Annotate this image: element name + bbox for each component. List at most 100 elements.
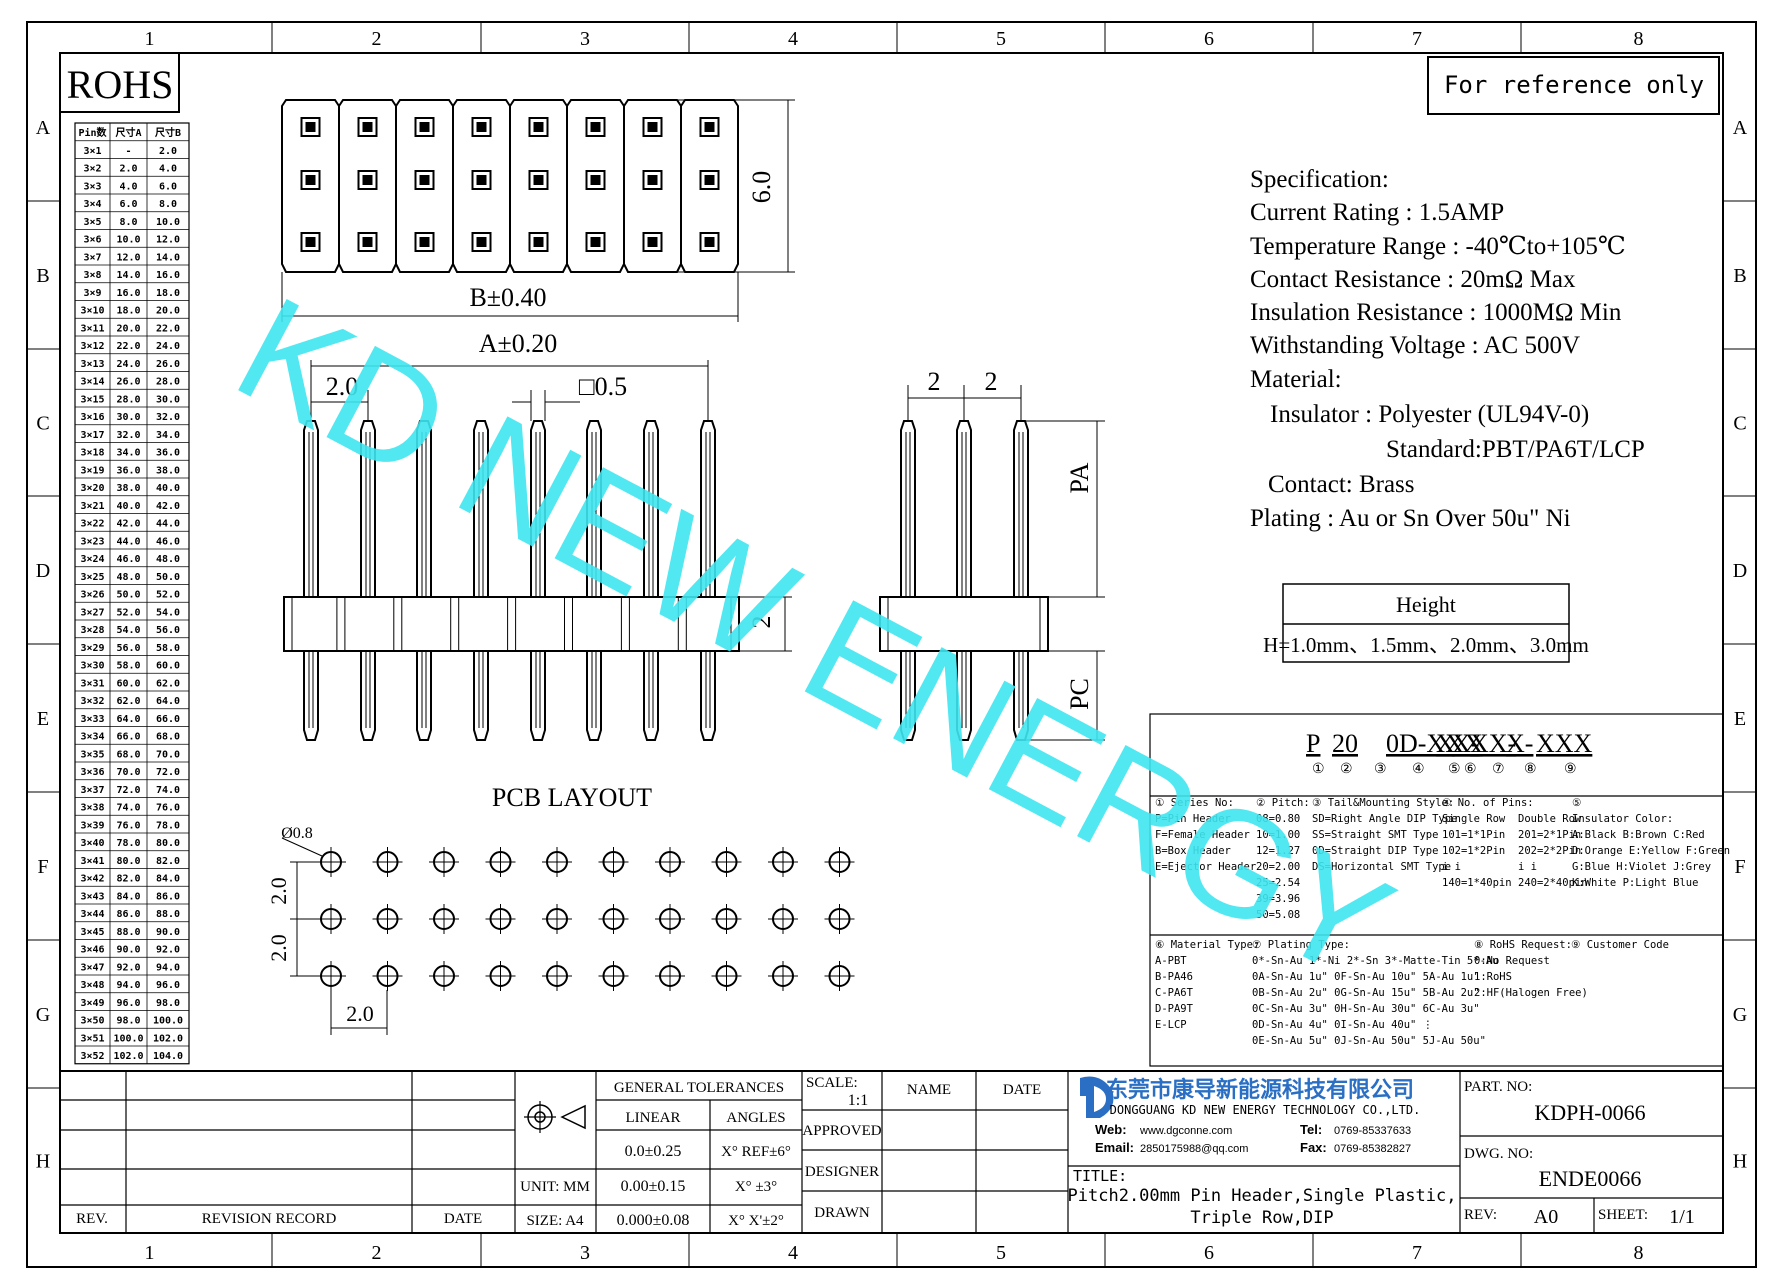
table-cell: 78.0 (156, 820, 180, 831)
dim-pitch: 2.0 (326, 372, 359, 401)
table-cell: 12.0 (156, 235, 180, 246)
table-cell: 20.0 (116, 323, 140, 334)
table-cell: 2.0 (159, 146, 177, 157)
table-cell: 24.0 (156, 341, 180, 352)
tb-lin3: 0.000±0.08 (617, 1212, 690, 1229)
frame-row-label: F (37, 856, 48, 878)
table-cell: 38.0 (156, 465, 180, 476)
table-cell: 100.0 (153, 1016, 183, 1027)
table-cell: 3×37 (80, 785, 104, 796)
projection-cone (560, 1104, 586, 1130)
table-cell: 20.0 (156, 306, 180, 317)
pcb-layout (281, 837, 855, 1035)
pin-lower (700, 651, 716, 741)
top-pin-inner (533, 237, 544, 247)
legend-plating: 0E-Sn-Au 5u" 0J-Sn-Au 50u" 5J-Au 50u" (1252, 1035, 1486, 1047)
side-body (879, 596, 1049, 652)
legend-material: D-PA9T (1155, 1003, 1194, 1015)
table-cell: 98.0 (116, 1016, 140, 1027)
table-cell: 62.0 (156, 678, 180, 689)
table-cell: 3×31 (80, 678, 104, 689)
legend-pitch: 50=5.08 (1256, 909, 1300, 921)
part-code-segment: X- (1452, 729, 1479, 758)
pin-lower (473, 651, 489, 741)
pin-lower (956, 651, 972, 741)
tb-ang2: X° ±3° (735, 1179, 777, 1195)
reference-box (1427, 56, 1720, 115)
table-cell: 8.0 (159, 199, 177, 210)
frame-row-label: E (37, 708, 49, 730)
tb-sheet-label: SHEET: (1598, 1207, 1648, 1223)
table-cell: 3×34 (80, 732, 104, 743)
top-body-cell (509, 99, 568, 273)
dim-side-pitch-2: 2 (985, 367, 998, 396)
spec-line: Current Rating : 1.5AMP (1250, 199, 1504, 226)
table-cell: 54.0 (156, 607, 180, 618)
table-cell: 82.0 (116, 874, 140, 885)
table-cell: 3×24 (80, 554, 104, 565)
tb-scale-label: SCALE: (806, 1075, 858, 1091)
table-cell: 22.0 (116, 341, 140, 352)
table-cell: 3×28 (80, 625, 104, 636)
tb-date: DATE (444, 1211, 482, 1227)
table-cell: 74.0 (156, 785, 180, 796)
table-cell: 82.0 (156, 856, 180, 867)
table-cell: 10.0 (116, 235, 140, 246)
table-cell: 14.0 (116, 270, 140, 281)
tb-web-label: Web: (1095, 1122, 1127, 1137)
table-cell: 76.0 (116, 820, 140, 831)
part-code-area (1149, 713, 1724, 1067)
table-cell: 48.0 (116, 572, 140, 583)
legend-pitch: 10=1.00 (1256, 829, 1300, 841)
part-code-segment: 20 (1332, 729, 1358, 758)
table-cell: 70.0 (156, 749, 180, 760)
tb-web: www.dgconne.com (1139, 1125, 1232, 1137)
tb-company-cn: 东莞市康导新能源科技有限公司 (1106, 1077, 1414, 1102)
height-box: Height H=1.0mm、1.5mm、2.0mm、3.0mm (1263, 583, 1589, 663)
top-pin-outer (300, 170, 321, 190)
top-pin-outer (585, 170, 606, 190)
rohs-label: ROHS (67, 62, 174, 107)
legend-pins: i i (1442, 861, 1461, 873)
table-cell: 66.0 (116, 732, 140, 743)
frame-col-label: 8 (1634, 1242, 1644, 1264)
table-cell: 3×33 (80, 714, 104, 725)
top-pin-inner (647, 237, 658, 247)
spec-line: Withstanding Voltage : AC 500V (1250, 332, 1580, 359)
tb-drawn: DRAWN (814, 1205, 870, 1221)
table-cell: - (125, 146, 131, 157)
pcb-layout-title: PCB LAYOUT (492, 783, 652, 812)
table-cell: 56.0 (156, 625, 180, 636)
top-pin-inner (647, 175, 658, 185)
part-code-index: ⑦ (1492, 762, 1505, 777)
table-cell: 60.0 (116, 678, 140, 689)
top-body-cell (338, 99, 397, 273)
pin-upper (416, 420, 432, 597)
top-pin-inner (362, 237, 373, 247)
table-cell: 3×20 (80, 483, 104, 494)
tb-tel-label: Tel: (1300, 1122, 1322, 1137)
top-pin-inner (590, 237, 601, 247)
top-pin-inner (419, 175, 430, 185)
legend-customer: ⑨ Customer Code (1571, 939, 1669, 951)
table-cell: 3×32 (80, 696, 104, 707)
frame-row-label: C (36, 413, 49, 435)
table-cell: 68.0 (156, 732, 180, 743)
table-cell: 32.0 (156, 412, 180, 423)
legend-rohs: 2:HF(Halogen Free) (1474, 987, 1588, 999)
top-pin-outer (528, 117, 549, 137)
table-cell: 96.0 (156, 980, 180, 991)
table-cell: 56.0 (116, 643, 140, 654)
dim-b: B±0.40 (469, 283, 546, 312)
tb-scale-val: 1:1 (848, 1092, 868, 1109)
table-cell: 3×42 (80, 874, 104, 885)
front-view (283, 360, 792, 741)
table-cell: 3×1 (83, 146, 101, 157)
table-cell: 74.0 (116, 803, 140, 814)
part-code-index: ⑨ (1564, 762, 1577, 777)
tb-rev-val: A0 (1534, 1206, 1558, 1228)
